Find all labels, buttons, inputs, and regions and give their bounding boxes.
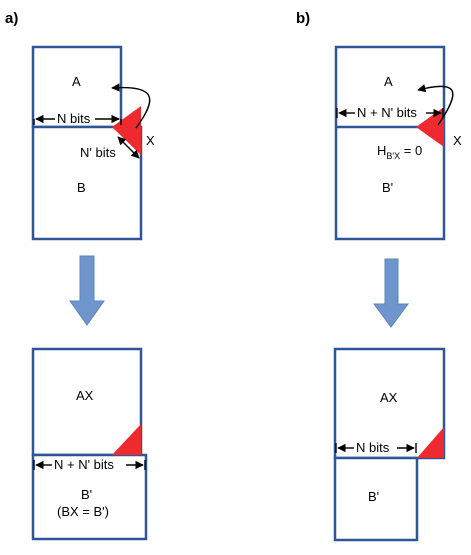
panel-b: b) A B' N + N' bits HB'X = 0 X bbox=[296, 10, 462, 542]
x-triangle bbox=[112, 424, 141, 455]
measure-width-label: N bits bbox=[57, 111, 91, 126]
box-b-prime-label: B' bbox=[368, 489, 379, 504]
curved-arrow bbox=[111, 83, 151, 129]
box-ax bbox=[333, 347, 446, 460]
box-a-label: A bbox=[384, 74, 393, 89]
measure-width-label: N bits bbox=[356, 440, 390, 455]
x-triangle bbox=[417, 427, 444, 458]
box-a-label: A bbox=[72, 74, 81, 89]
measure-diag-label: N' bits bbox=[80, 145, 116, 160]
panel-b-after: AX B' N bits bbox=[333, 347, 446, 542]
down-arrow bbox=[69, 255, 105, 326]
down-arrow bbox=[373, 258, 409, 328]
measure-width: N bits bbox=[335, 440, 417, 455]
measure-diag bbox=[117, 136, 140, 159]
measure-width: N + N' bits bbox=[33, 457, 146, 472]
box-b-prime-label: B' bbox=[81, 487, 92, 502]
x-label: X bbox=[453, 133, 462, 148]
measure-width: N bits bbox=[33, 111, 122, 126]
panel-a-after: AX B' (BX = B') N + N' bits bbox=[31, 347, 148, 541]
box-b-prime bbox=[333, 456, 419, 542]
box-a bbox=[31, 45, 123, 129]
panel-a-before: A B N bits N' bits X bbox=[31, 45, 155, 241]
box-b-prime-note: (BX = B') bbox=[57, 504, 109, 519]
box-b-prime bbox=[31, 453, 148, 541]
box-b-prime-label: B' bbox=[382, 180, 393, 195]
box-b-label: B bbox=[77, 180, 86, 195]
x-label: X bbox=[146, 133, 155, 148]
box-ax-label: AX bbox=[380, 390, 398, 405]
panel-a-label: a) bbox=[5, 10, 18, 27]
curved-arrow bbox=[417, 84, 454, 126]
box-ax-label: AX bbox=[76, 388, 94, 403]
panel-b-before: A B' N + N' bits HB'X = 0 X bbox=[334, 45, 462, 241]
entropy-label: HB'X = 0 bbox=[377, 143, 422, 161]
panel-b-label: b) bbox=[296, 10, 310, 27]
measure-width-label: N + N' bits bbox=[357, 105, 417, 120]
panel-a: a) A B N bits N' bits X bbox=[5, 10, 155, 541]
measure-width-label: N + N' bits bbox=[54, 457, 114, 472]
